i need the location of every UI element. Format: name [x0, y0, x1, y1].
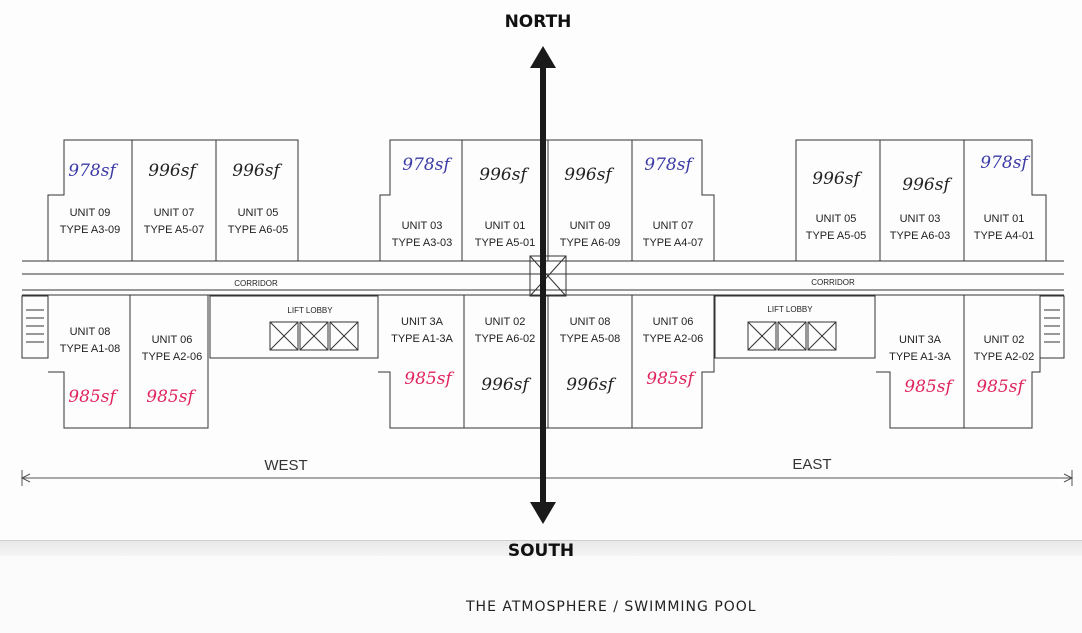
- background-surface: [0, 556, 1082, 633]
- unit-east-02: UNIT 02 TYPE A2-02 985sf: [964, 294, 1041, 429]
- unit-center-02: UNIT 02 TYPE A6-02 996sf: [463, 294, 549, 429]
- south-label: SOUTH: [508, 541, 574, 561]
- unit-number: UNIT 07: [154, 207, 195, 219]
- unit-number: UNIT 03: [900, 213, 941, 225]
- unit-area: 996sf: [902, 175, 952, 195]
- unit-number: UNIT 3A: [899, 334, 942, 346]
- unit-area: 985sf: [146, 387, 196, 407]
- lift-lobby-label-east: LIFT LOBBY: [767, 305, 813, 314]
- unit-center-06: UNIT 06 TYPE A2-06 985sf: [632, 294, 715, 429]
- unit-west-09: 978sf UNIT 09 TYPE A3-09: [47, 139, 133, 261]
- unit-type: TYPE A6-09: [560, 237, 621, 249]
- unit-area: 996sf: [148, 161, 198, 181]
- unit-area: 996sf: [481, 375, 531, 395]
- west-label: WEST: [264, 457, 307, 474]
- unit-type: TYPE A1-3A: [889, 351, 951, 363]
- unit-area: 978sf: [980, 153, 1030, 173]
- unit-type: TYPE A6-05: [228, 224, 289, 236]
- lift-lobby-east: LIFT LOBBY: [714, 295, 876, 359]
- unit-center-3a: UNIT 3A TYPE A1-3A 985sf: [378, 294, 465, 429]
- unit-center-03: 978sf UNIT 03 TYPE A3-03: [379, 139, 463, 261]
- east-label: EAST: [792, 456, 831, 473]
- unit-west-08: UNIT 08 TYPE A1-08 985sf: [48, 294, 131, 429]
- north-label: NORTH: [505, 12, 572, 32]
- unit-area: 996sf: [479, 165, 529, 185]
- north-south-arrow: NORTH SOUTH: [505, 12, 575, 561]
- unit-west-07: 996sf UNIT 07 TYPE A5-07: [131, 139, 217, 262]
- unit-area: 978sf: [68, 161, 118, 181]
- unit-type: TYPE A2-06: [142, 351, 203, 363]
- unit-type: TYPE A3-03: [392, 237, 453, 249]
- corridor-label-east: CORRIDOR: [811, 278, 855, 287]
- unit-area: 985sf: [646, 369, 696, 389]
- unit-type: TYPE A5-05: [806, 230, 867, 242]
- unit-area: 996sf: [564, 165, 614, 185]
- unit-area: 985sf: [904, 377, 954, 397]
- unit-number: UNIT 01: [984, 213, 1025, 225]
- unit-number: UNIT 01: [485, 220, 526, 232]
- unit-type: TYPE A5-01: [475, 237, 536, 249]
- west-east-dimension: WEST EAST: [20, 456, 1074, 486]
- unit-east-05: 996sf UNIT 05 TYPE A5-05: [795, 139, 881, 261]
- unit-number: UNIT 03: [402, 220, 443, 232]
- unit-west-05: 996sf UNIT 05 TYPE A6-05: [216, 139, 299, 262]
- stair-east: [1039, 295, 1065, 359]
- unit-west-06: UNIT 06 TYPE A2-06 985sf: [130, 294, 209, 429]
- unit-number: UNIT 05: [238, 207, 279, 219]
- stair-west: [21, 295, 49, 359]
- unit-area: 996sf: [812, 169, 862, 189]
- unit-number: UNIT 02: [984, 334, 1025, 346]
- unit-type: TYPE A5-08: [560, 333, 621, 345]
- unit-type: TYPE A1-08: [60, 343, 121, 355]
- unit-type: TYPE A6-03: [890, 230, 951, 242]
- corridor-label-west: CORRIDOR: [234, 279, 278, 288]
- unit-type: TYPE A4-01: [974, 230, 1035, 242]
- unit-type: TYPE A2-02: [974, 351, 1035, 363]
- unit-area: 996sf: [232, 161, 282, 181]
- unit-east-3a: UNIT 3A TYPE A1-3A 985sf: [876, 294, 965, 429]
- unit-center-09: 996sf UNIT 09 TYPE A6-09: [547, 139, 633, 262]
- unit-type: TYPE A1-3A: [391, 333, 453, 345]
- unit-number: UNIT 07: [653, 220, 694, 232]
- unit-number: UNIT 3A: [401, 316, 444, 328]
- unit-type: TYPE A3-09: [60, 224, 121, 236]
- unit-number: UNIT 09: [70, 207, 111, 219]
- unit-area: 978sf: [402, 155, 452, 175]
- unit-number: UNIT 06: [152, 334, 193, 346]
- unit-area: 978sf: [644, 155, 694, 175]
- unit-center-07: 978sf UNIT 07 TYPE A4-07: [632, 139, 715, 262]
- unit-type: TYPE A6-02: [475, 333, 536, 345]
- unit-number: UNIT 05: [816, 213, 857, 225]
- unit-area: 996sf: [566, 375, 616, 395]
- unit-center-01: 996sf UNIT 01 TYPE A5-01: [461, 139, 549, 262]
- unit-area: 985sf: [68, 387, 118, 407]
- unit-east-03: 996sf UNIT 03 TYPE A6-03: [879, 139, 965, 262]
- unit-type: TYPE A2-06: [643, 333, 704, 345]
- unit-type: TYPE A4-07: [643, 237, 704, 249]
- unit-number: UNIT 02: [485, 316, 526, 328]
- unit-number: UNIT 08: [70, 326, 111, 338]
- caption-note: THE ATMOSPHERE / SWIMMING POOL: [465, 599, 757, 615]
- unit-type: TYPE A5-07: [144, 224, 205, 236]
- unit-center-08: UNIT 08 TYPE A5-08 996sf: [547, 294, 633, 429]
- unit-number: UNIT 06: [653, 316, 694, 328]
- lift-lobby-label-west: LIFT LOBBY: [287, 306, 333, 315]
- lift-lobby-west: LIFT LOBBY: [209, 295, 379, 359]
- unit-number: UNIT 09: [570, 220, 611, 232]
- unit-number: UNIT 08: [570, 316, 611, 328]
- unit-area: 985sf: [976, 377, 1026, 397]
- unit-east-01: 978sf UNIT 01 TYPE A4-01: [964, 139, 1047, 262]
- paper-edge: [0, 540, 1082, 559]
- unit-area: 985sf: [404, 369, 454, 389]
